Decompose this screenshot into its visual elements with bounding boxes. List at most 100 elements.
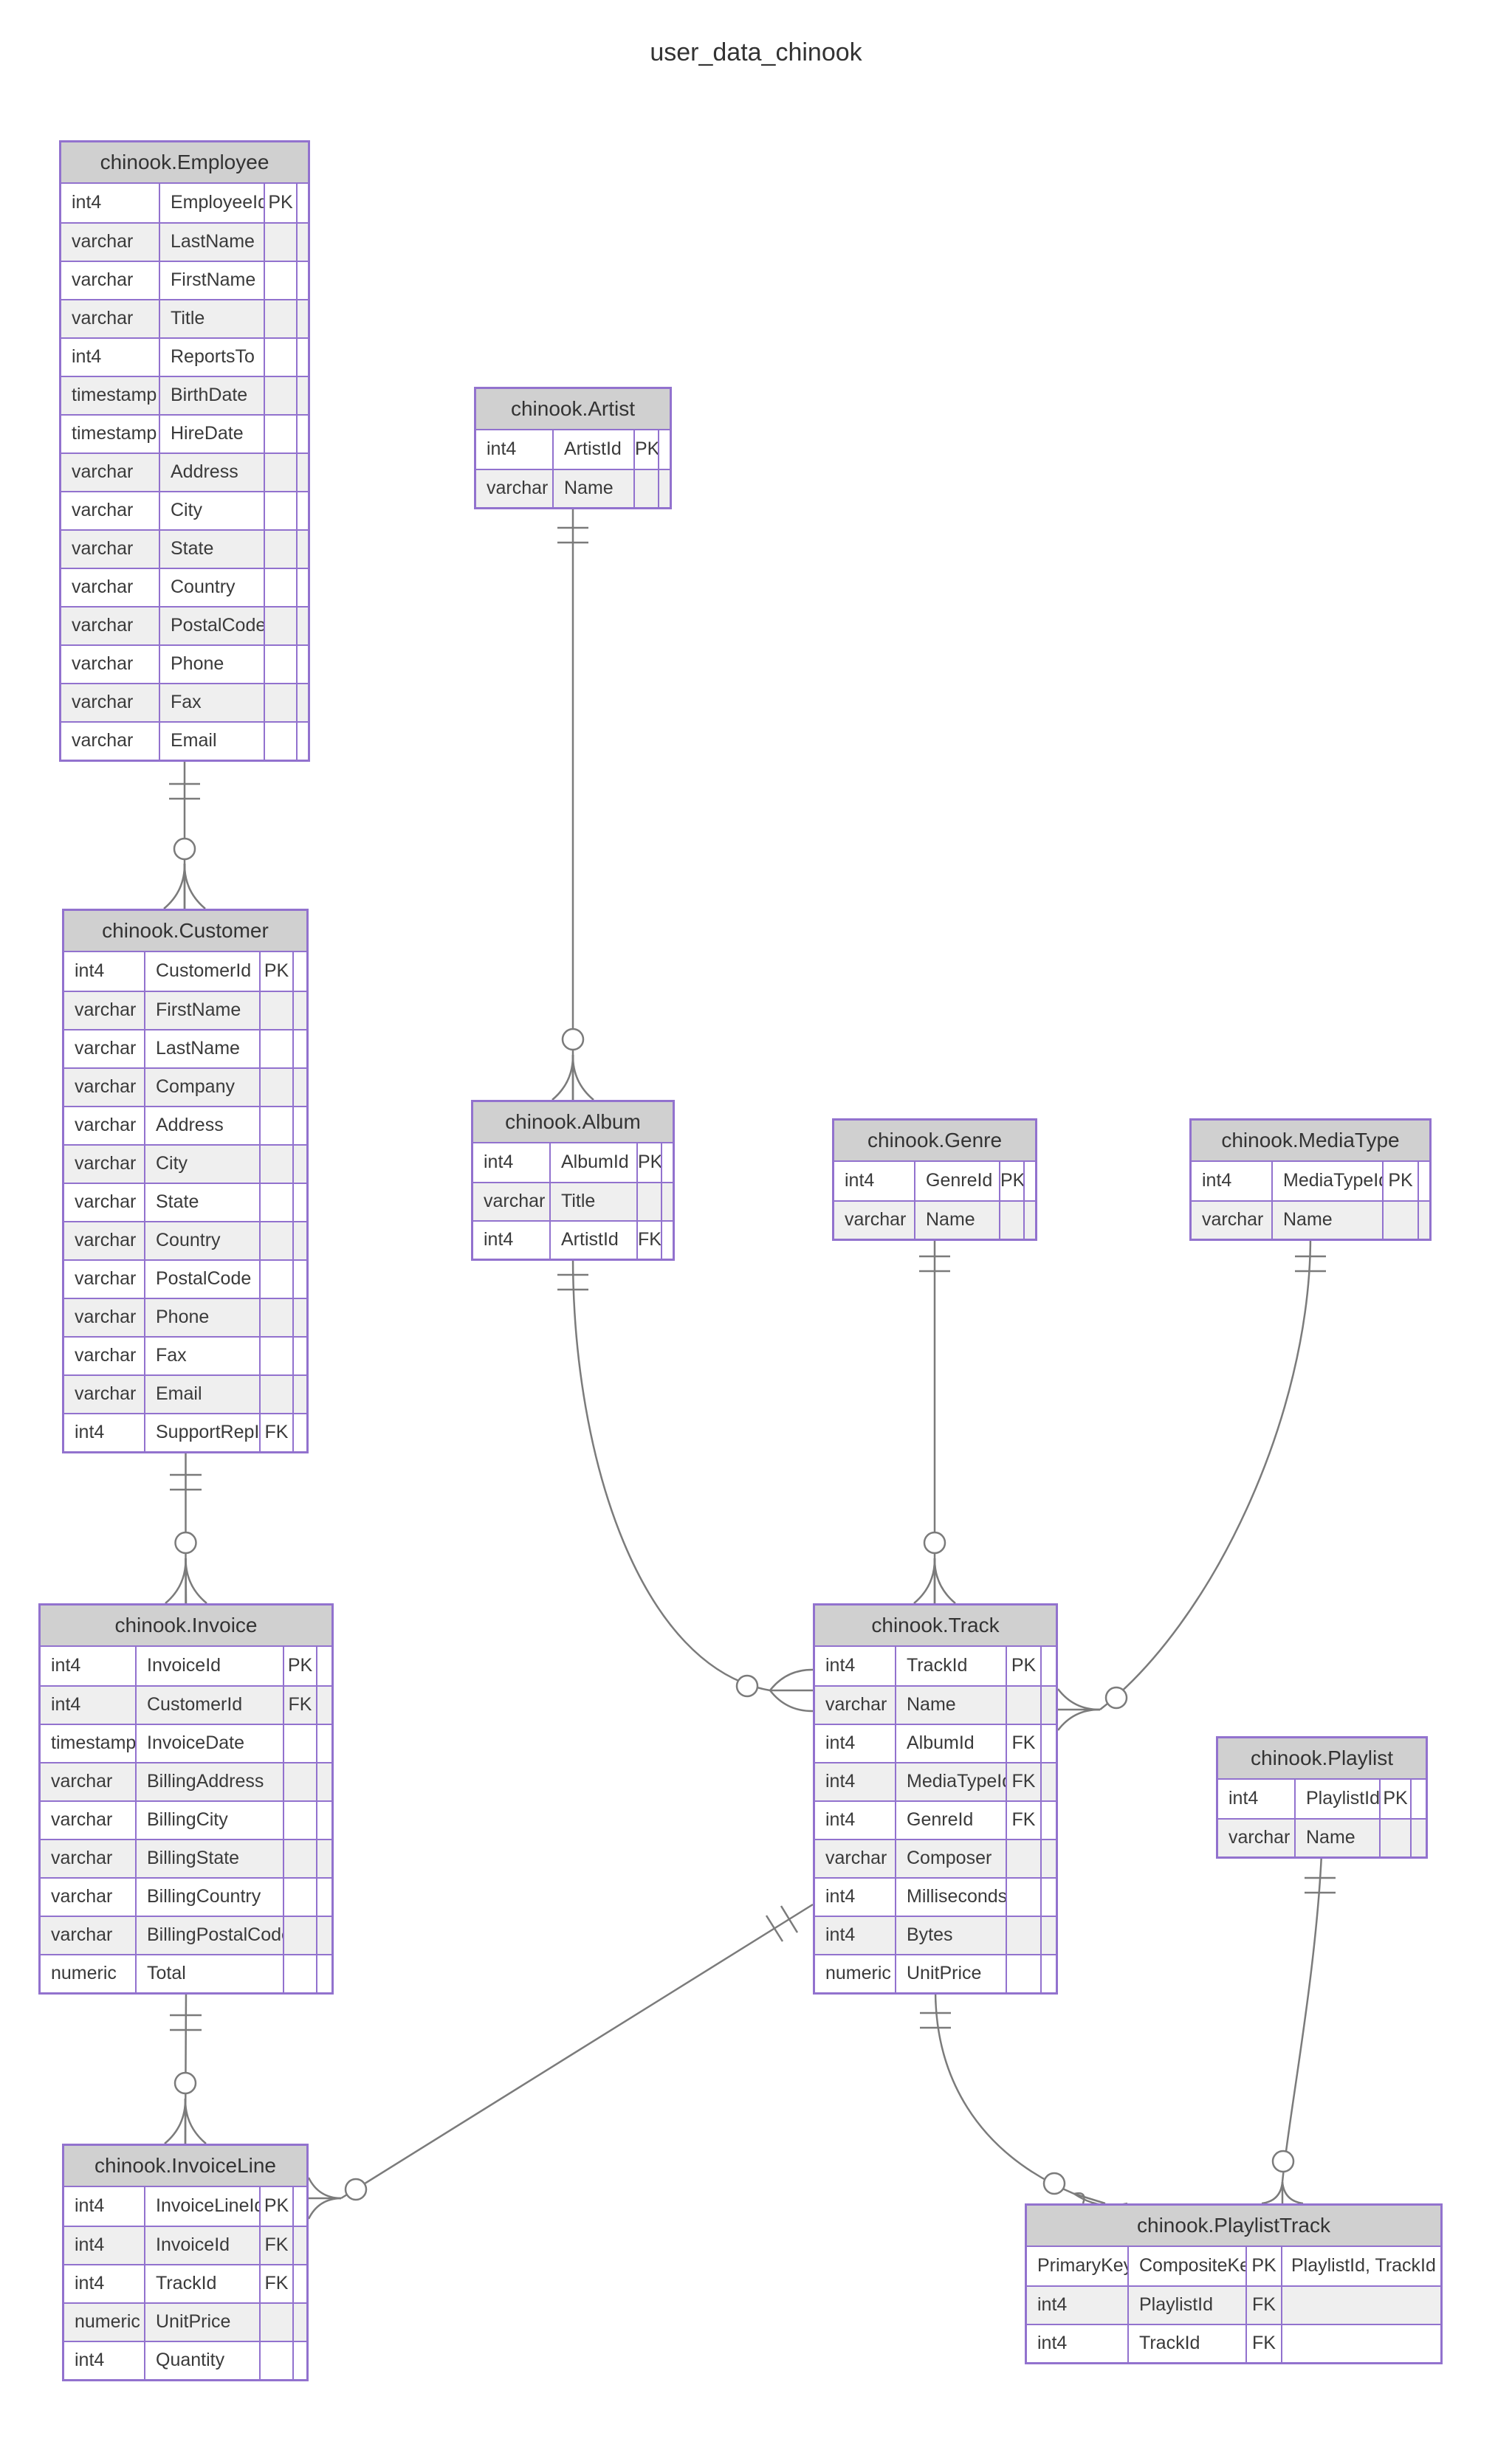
cell-type: numeric	[815, 1955, 896, 1992]
cell-type: int4	[815, 1647, 896, 1685]
cell-type: int4	[815, 1802, 896, 1839]
cell-note	[294, 2187, 306, 2226]
relationship-genre-track	[913, 1236, 956, 1604]
cell-note	[298, 377, 308, 414]
cell-name: BillingCity	[137, 1802, 284, 1839]
cell-note	[1419, 1202, 1429, 1239]
cell-type: varchar	[1192, 1202, 1273, 1239]
cell-name: AlbumId	[896, 1725, 1007, 1762]
cell-key	[261, 1146, 294, 1183]
cell-type: int4	[815, 1725, 896, 1762]
cell-note	[1042, 1647, 1056, 1685]
cell-type: varchar	[476, 470, 554, 507]
cell-type: numeric	[41, 1955, 137, 1992]
cell-note	[659, 430, 670, 469]
cell-type: varchar	[41, 1879, 137, 1916]
cell-name: PlaylistId	[1296, 1780, 1381, 1818]
cell-type: int4	[41, 1687, 137, 1724]
cell-name: TrackId	[896, 1647, 1007, 1685]
cell-name: HireDate	[160, 416, 265, 452]
cell-key	[265, 646, 298, 683]
cell-key	[265, 377, 298, 414]
cell-key: PK	[261, 2187, 294, 2226]
cell-type: int4	[64, 2265, 145, 2302]
table-title: chinook.Artist	[476, 389, 670, 430]
cell-key: PK	[638, 1143, 662, 1182]
cell-name: Name	[1296, 1820, 1381, 1856]
cell-name: BillingState	[137, 1840, 284, 1877]
cell-key: FK	[1247, 2287, 1282, 2324]
cell-name: BillingAddress	[137, 1763, 284, 1800]
cell-type: int4	[815, 1917, 896, 1954]
cell-name: BirthDate	[160, 377, 265, 414]
cell-key: PK	[1381, 1780, 1412, 1818]
relationship-artist-album	[551, 505, 594, 1101]
cell-note	[1042, 1840, 1056, 1877]
cell-type: int4	[834, 1162, 915, 1200]
cell-note	[294, 1146, 306, 1183]
cell-name: FirstName	[160, 262, 265, 299]
cell-note: PlaylistId, TrackId	[1291, 2255, 1436, 2276]
cell-key: PK	[284, 1647, 317, 1685]
cell-name: Fax	[160, 684, 265, 721]
cell-note	[298, 608, 308, 644]
cell-name: InvoiceDate	[137, 1725, 284, 1762]
cell-note	[294, 1069, 306, 1106]
cell-note	[298, 262, 308, 299]
cell-note	[298, 531, 308, 568]
cell-type: varchar	[61, 492, 160, 529]
relationship-playlist-playlisttrack	[1261, 1854, 1336, 2205]
cell-type: varchar	[64, 1107, 145, 1144]
cell-key	[265, 339, 298, 376]
cell-note	[298, 300, 308, 337]
cell-note	[298, 684, 308, 721]
cell-note	[1282, 2325, 1440, 2362]
cell-key	[638, 1183, 662, 1220]
cell-type: varchar	[41, 1763, 137, 1800]
cell-key	[261, 2304, 294, 2341]
table-title: chinook.Album	[473, 1102, 673, 1143]
cell-name: Title	[160, 300, 265, 337]
cell-note	[1042, 1725, 1056, 1762]
cell-note	[298, 723, 308, 760]
cell-name: Name	[896, 1687, 1007, 1724]
cell-name: GenreId	[915, 1162, 1000, 1200]
cell-type: varchar	[473, 1183, 551, 1220]
cell-type: varchar	[64, 1338, 145, 1374]
cell-type: int4	[41, 1647, 137, 1685]
cell-name: ReportsTo	[160, 339, 265, 376]
cell-type: varchar	[64, 1261, 145, 1298]
cell-name: City	[145, 1146, 261, 1183]
cell-note	[294, 2304, 306, 2341]
cell-type: varchar	[64, 1030, 145, 1067]
